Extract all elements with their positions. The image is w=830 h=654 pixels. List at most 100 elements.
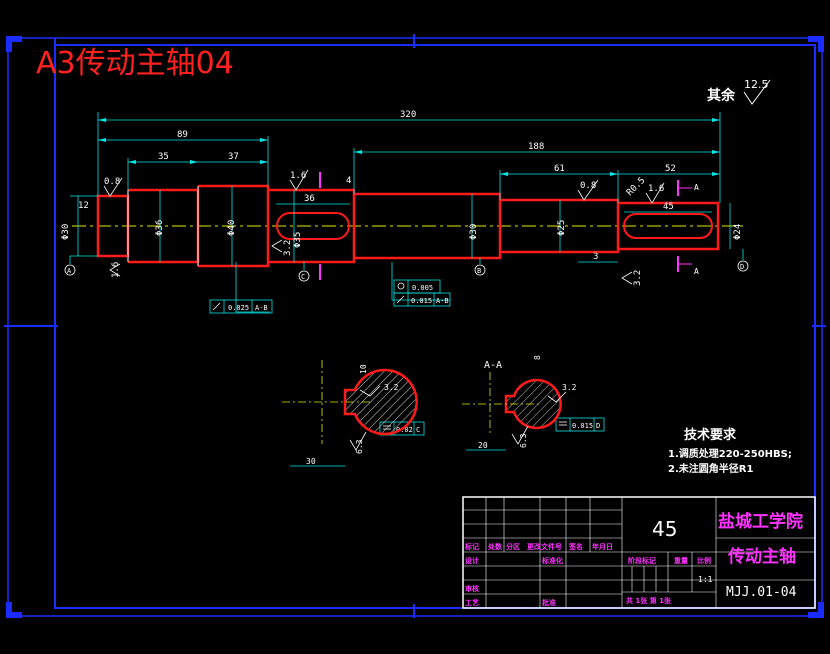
row-approve: 批准 [542,598,556,607]
dim-dia-40: Φ40 [227,220,237,236]
datum-a-label: A [67,267,72,275]
tolerance-value: 0.025 [228,304,249,312]
shaft-shoulder-lines [127,186,199,266]
section-left-width: 30 [306,457,316,466]
roughness-icon [621,271,633,285]
tolerance-value: 0.015 [411,297,432,305]
header-cell-change: 更改文件号 [527,542,562,551]
roughness-icon [547,391,567,403]
roughness-icon [103,177,123,197]
dim-35: 35 [158,152,169,162]
dim-4: 4 [346,176,351,186]
roughness-icon [511,425,529,445]
header-cell-date: 年月日 [592,542,613,551]
frame-corner-marks [6,36,824,618]
row-review: 审核 [465,584,479,593]
part-name: 传动主轴 [727,546,796,567]
roughness-other-value: 12.5 [744,78,769,91]
section-aa-label: A-A [484,360,502,371]
datum-markers: A C B D [64,249,749,282]
header-cell-count: 处数 [487,542,503,551]
roughness-value: 1.6 [111,262,121,278]
tolerance-value: 0.015 [572,422,593,430]
dim-12: 12 [78,201,89,211]
roughness-icon [645,182,665,204]
roughness-icon [359,385,381,397]
frame-center-ticks [4,34,826,618]
technical-requirements: 技术要求 1.调质处理220-250HBS; 2.未注圆角半径R1 [668,427,792,475]
datum-b-label: B [477,267,481,275]
title-block: 45 盐城工学院 传动主轴 MJJ.01-04 标记 处数 分区 更改文件号 签… [462,496,816,609]
section-view-left: 30 10 [282,360,418,467]
scale-label: 比例 [697,556,711,565]
keyway-left [276,212,350,240]
roughness-value: 6.3 [519,433,528,448]
row-process: 工艺 [465,598,479,607]
surface-roughness-marks [103,169,665,285]
dim-89: 89 [177,130,188,140]
section-left-key: 10 [359,364,368,374]
row-design: 设计 [465,556,479,565]
tech-req-item-2: 2.未注圆角半径R1 [668,462,753,475]
header-cell-zone: 分区 [506,542,520,551]
material-label: 45 [652,517,677,541]
dim-36: 36 [304,194,315,204]
dim-dia-35: Φ35 [293,232,303,248]
tolerance-ref: C [416,426,420,434]
runout-icon [396,295,405,304]
dim-total-length: 320 [400,110,416,120]
roughness-other-label: 其余 [707,87,736,104]
tolerance-value: 0.005 [412,284,433,292]
datum-d-label: D [740,263,744,271]
roughness-icon [109,263,121,277]
tech-req-heading: 技术要求 [684,427,737,443]
section-right-width: 20 [478,441,488,450]
dimension-lines [70,112,731,313]
section-roughness-values: 3.2 6.3 3.2 6.3 [355,383,577,454]
roughness-value: 3.2 [633,270,643,286]
roughness-value: 1.6 [648,184,664,194]
tech-req-item-1: 1.调质处理220-250HBS; [668,447,792,460]
drawing-title: A3传动主轴04 [36,46,234,81]
sheets-label: 共 1张 第 1张 [626,596,672,605]
header-cell-mark: 标记 [464,542,479,551]
surface-roughness-values: 0.8 1.6 0.8 1.6 1.6 3.2 3.2 [104,171,664,286]
datum-b-circle [474,264,486,276]
roughness-icon [271,239,283,253]
datum-c-circle [298,270,310,282]
section-roughness-marks [349,385,567,451]
dim-37: 37 [228,152,239,162]
runout-icon [212,302,221,311]
dim-dia-25: Φ25 [557,220,567,236]
keyway-right [623,213,713,239]
tolerance-value: 0.02 [396,426,413,434]
tolerance-ref: A-B [436,297,449,305]
dimension-arrows [98,118,720,176]
dim-61: 61 [554,164,565,174]
roughness-value: 0.8 [580,181,596,191]
section-label-bottom: A [694,267,699,276]
drawing-number: MJJ.01-04 [726,585,797,600]
section-cut-markers [319,172,692,280]
dimension-labels: 320 89 188 35 37 61 52 36 45 4 3 12 Φ30 … [61,110,743,262]
tolerance-ref: D [596,422,600,430]
roughness-value: 3.2 [562,383,577,392]
cylindricity-icon [397,282,405,290]
dim-3: 3 [593,252,598,262]
dim-dia-36: Φ36 [155,220,165,236]
dim-dia-left: Φ30 [61,224,71,240]
dim-45: 45 [663,202,674,212]
roughness-other-note: 其余 12.5 [707,78,771,105]
roughness-value: 3.2 [384,383,399,392]
school-name: 盐城工学院 [718,511,803,532]
drawing-frame [7,37,823,617]
roughness-symbol-icon [743,79,771,105]
datum-c-label: C [301,273,305,281]
roughness-icon [349,431,367,451]
section-label-top: A [694,183,699,192]
header-cell-sign: 签名 [568,542,583,551]
tolerance-ref: A-B [255,304,268,312]
roughness-value: 1.6 [290,171,306,181]
dim-dia-24: Φ24 [733,224,743,240]
